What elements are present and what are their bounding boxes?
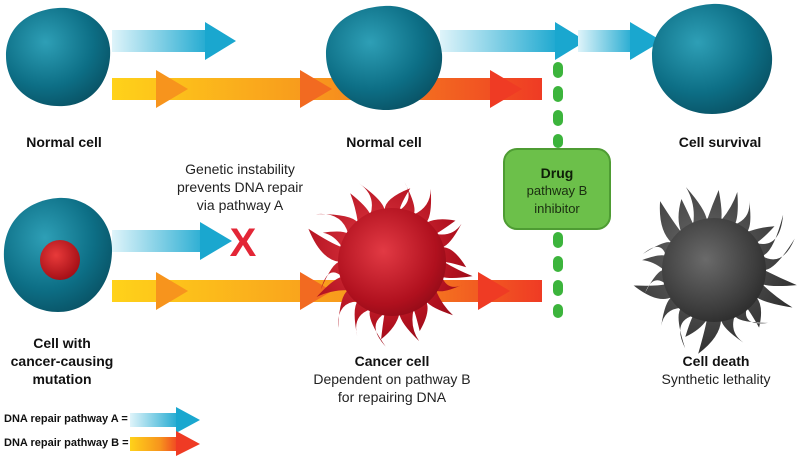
pathway-a-arrow-top-1	[112, 22, 236, 60]
pathway-a-arrow-top-3	[578, 22, 662, 60]
drug-pathway-b-inhibitor: Drug pathway B inhibitor	[503, 148, 611, 230]
legend-arrow-b	[130, 431, 200, 456]
legend-pathway-a: DNA repair pathway A =	[4, 413, 128, 425]
pathway-blocked-x-icon: X	[230, 221, 257, 265]
cancer-nucleus	[40, 240, 80, 280]
label-cancer-cell: Cancer cell Dependent on pathway B for r…	[313, 353, 471, 405]
pathway-a-arrow-blocked	[112, 222, 232, 260]
label-normal-cell-mid: Normal cell	[346, 134, 422, 150]
drug-line2: inhibitor	[534, 201, 580, 216]
label-mutated-cell: Cell with cancer-causing mutation	[10, 335, 114, 387]
pathway-b-arrow-top	[112, 70, 542, 108]
pathway-a-arrow-top-2	[440, 22, 586, 60]
normal-cell-mid	[326, 5, 443, 110]
label-genetic-instability: Genetic instability prevents DNA repair …	[176, 161, 304, 213]
label-normal-cell-left: Normal cell	[26, 134, 102, 150]
drug-title: Drug	[540, 165, 574, 181]
normal-cell-survival	[652, 3, 773, 114]
drug-inhibitor-dotted-line	[553, 62, 563, 318]
drug-line1: pathway B	[526, 183, 588, 198]
mutated-cell	[3, 197, 112, 312]
legend-arrow-a	[130, 407, 200, 433]
dead-cell	[633, 187, 797, 354]
label-cell-survival: Cell survival	[678, 134, 762, 150]
legend-pathway-b: DNA repair pathway B =	[4, 437, 129, 449]
normal-cell-left	[6, 7, 111, 107]
cancer-cell	[308, 181, 473, 347]
label-cell-death: Cell death Synthetic lethality	[661, 353, 771, 387]
